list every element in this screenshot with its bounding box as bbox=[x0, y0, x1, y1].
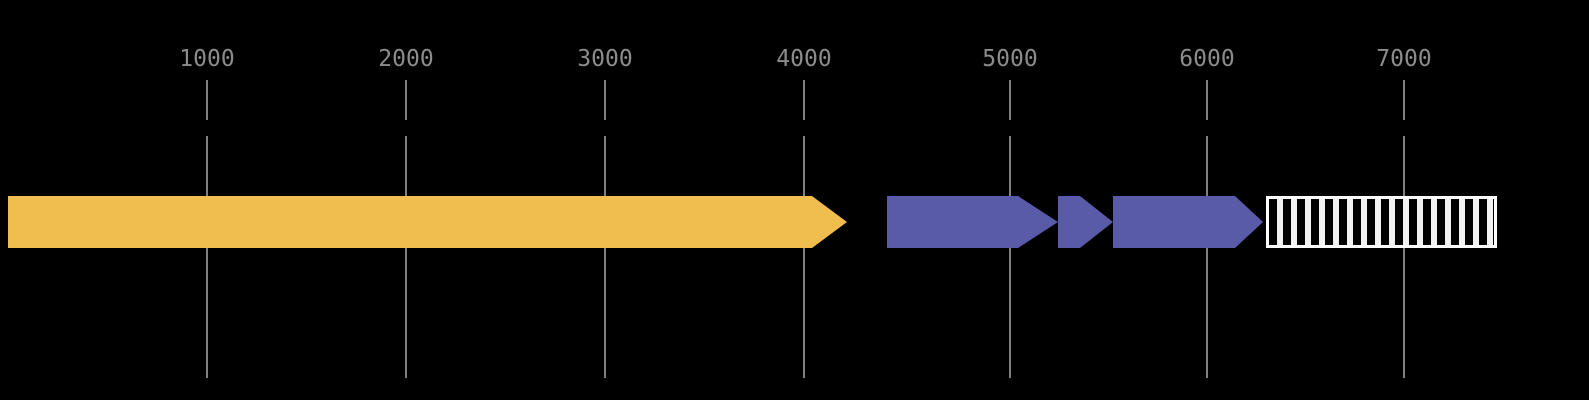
gene-arrow-1[interactable] bbox=[8, 196, 847, 248]
axis-gridline bbox=[1206, 80, 1208, 120]
axis-gridline bbox=[604, 80, 606, 120]
stripe-pattern bbox=[1269, 199, 1494, 245]
axis-tick-label: 6000 bbox=[1179, 46, 1235, 72]
gene-arrow-shape bbox=[887, 196, 1058, 248]
axis-gridline bbox=[1206, 136, 1208, 378]
axis-gridline bbox=[604, 136, 606, 378]
gene-arrow-shape bbox=[8, 196, 847, 248]
axis-tick-label: 1000 bbox=[179, 46, 235, 72]
gene-arrow-shape bbox=[1113, 196, 1263, 248]
axis-tick-label: 3000 bbox=[577, 46, 633, 72]
axis-tick-label: 7000 bbox=[1376, 46, 1432, 72]
gene-arrow-2[interactable] bbox=[887, 196, 1058, 248]
axis-tick-label: 4000 bbox=[776, 46, 832, 72]
gene-arrow-4[interactable] bbox=[1113, 196, 1263, 248]
axis-gridline bbox=[1009, 80, 1011, 120]
gene-arrow-3[interactable] bbox=[1058, 196, 1113, 248]
axis-gridline bbox=[1403, 136, 1405, 378]
axis-gridline bbox=[803, 80, 805, 120]
gene-arrow-shape bbox=[1058, 196, 1113, 248]
axis-gridline bbox=[206, 136, 208, 378]
axis-gridline bbox=[405, 136, 407, 378]
axis-gridline bbox=[803, 136, 805, 378]
striped-feature-box[interactable] bbox=[1266, 196, 1497, 248]
axis-tick-label: 2000 bbox=[378, 46, 434, 72]
axis-gridline bbox=[405, 80, 407, 120]
axis-tick-label: 5000 bbox=[982, 46, 1038, 72]
axis-gridline bbox=[1403, 80, 1405, 120]
axis-gridline bbox=[1009, 136, 1011, 378]
axis-gridline bbox=[206, 80, 208, 120]
